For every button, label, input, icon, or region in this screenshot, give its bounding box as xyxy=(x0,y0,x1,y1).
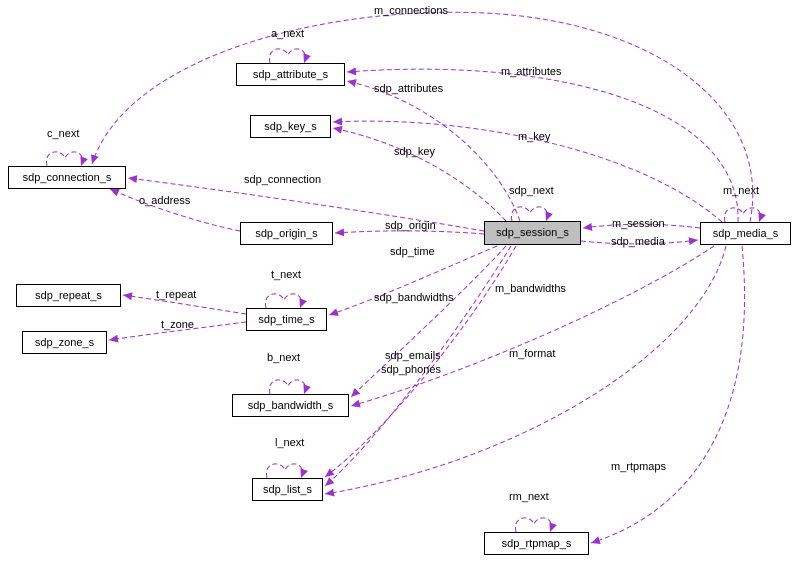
node-sdp-connection-s[interactable]: sdp_connection_s xyxy=(8,166,126,189)
edge-label-o-address: o_address xyxy=(139,195,191,207)
edge-m-format xyxy=(324,245,727,497)
edge-label-m-session: m_session xyxy=(612,218,665,230)
edge-label-sdp-phones: sdp_phones xyxy=(381,364,441,376)
node-sdp-origin-s[interactable]: sdp_origin_s xyxy=(240,222,333,245)
edge-label-sdp-connection: sdp_connection xyxy=(244,174,322,186)
node-sdp-media-s[interactable]: sdp_media_s xyxy=(700,222,791,245)
edge-sdp-phones xyxy=(324,245,512,487)
node-sdp-bandwidth-s[interactable]: sdp_bandwidth_s xyxy=(232,394,349,417)
edge-label-sdp-next: sdp_next xyxy=(509,185,554,197)
edge-label-sdp-bandwidths: sdp_bandwidths xyxy=(374,292,454,304)
edge-t-next-loop xyxy=(264,293,307,309)
edge-sdp-emails xyxy=(324,245,517,478)
edge-label-c-next: c_next xyxy=(47,128,80,140)
edge-m-key xyxy=(332,117,723,223)
edge-label-m-next: m_next xyxy=(723,185,760,197)
edge-label-sdp-origin: sdp_origin xyxy=(385,220,436,232)
edge-label-sdp-media: sdp_media xyxy=(611,236,665,248)
edge-label-t-repeat: t_repeat xyxy=(156,289,197,301)
edge-m-connections xyxy=(90,11,754,223)
edge-sdp-media xyxy=(580,237,699,246)
edge-sdp-key xyxy=(332,125,507,222)
edge-label-m-format: m_format xyxy=(509,348,556,360)
edge-m-rtpmaps xyxy=(590,245,746,545)
edge-label-sdp-attributes: sdp_attributes xyxy=(374,83,444,95)
node-sdp-zone-s[interactable]: sdp_zone_s xyxy=(22,331,107,354)
edge-o-address xyxy=(109,188,241,232)
edge-sdp-attributes xyxy=(346,79,521,222)
edge-m-session xyxy=(582,222,701,231)
edge-m-bandwidths xyxy=(350,245,715,408)
edge-label-m-connections: m_connections xyxy=(374,5,448,17)
node-sdp-key-s[interactable]: sdp_key_s xyxy=(250,115,331,138)
edge-sdp-next-loop xyxy=(510,206,553,222)
edge-a-next-loop xyxy=(268,48,311,64)
edge-label-l-next: l_next xyxy=(275,437,305,449)
edge-label-sdp-key: sdp_key xyxy=(394,146,435,158)
edge-label-sdp-emails: sdp_emails xyxy=(385,350,441,362)
edge-m-next-loop xyxy=(723,207,766,223)
edge-label-sdp-time: sdp_time xyxy=(390,246,435,258)
edge-b-next-loop xyxy=(268,379,311,395)
node-sdp-session-s: sdp_session_s xyxy=(484,221,581,245)
edge-label-t-zone: t_zone xyxy=(161,319,195,331)
edge-label-m-rtpmaps: m_rtpmaps xyxy=(611,461,667,473)
edge-rm-next-loop xyxy=(514,517,557,533)
node-sdp-attribute-s[interactable]: sdp_attribute_s xyxy=(236,63,345,86)
edge-label-m-attributes: m_attributes xyxy=(501,66,562,78)
edge-label-t-next: t_next xyxy=(271,269,301,281)
edge-m-attributes xyxy=(346,67,739,223)
edge-label-b-next: b_next xyxy=(267,352,301,364)
edge-sdp-connection xyxy=(127,175,485,232)
edge-label-m-bandwidths: m_bandwidths xyxy=(495,283,566,295)
node-sdp-rtpmap-s[interactable]: sdp_rtpmap_s xyxy=(484,532,589,555)
edge-c-next-loop xyxy=(45,151,88,167)
edge-sdp-origin xyxy=(334,228,485,237)
edge-t-repeat xyxy=(122,292,247,315)
node-sdp-time-s[interactable]: sdp_time_s xyxy=(246,308,327,331)
edge-label-a-next: a_next xyxy=(271,28,305,40)
edge-sdp-bandwidths xyxy=(350,245,507,398)
edge-sdp-time xyxy=(328,245,498,316)
node-sdp-list-s[interactable]: sdp_list_s xyxy=(252,478,323,501)
edge-l-next-loop xyxy=(265,463,308,479)
edge-t-zone xyxy=(108,321,247,343)
edge-label-m-key: m_key xyxy=(518,131,551,143)
edge-label-rm-next: rm_next xyxy=(509,491,549,503)
node-sdp-repeat-s[interactable]: sdp_repeat_s xyxy=(16,284,121,307)
